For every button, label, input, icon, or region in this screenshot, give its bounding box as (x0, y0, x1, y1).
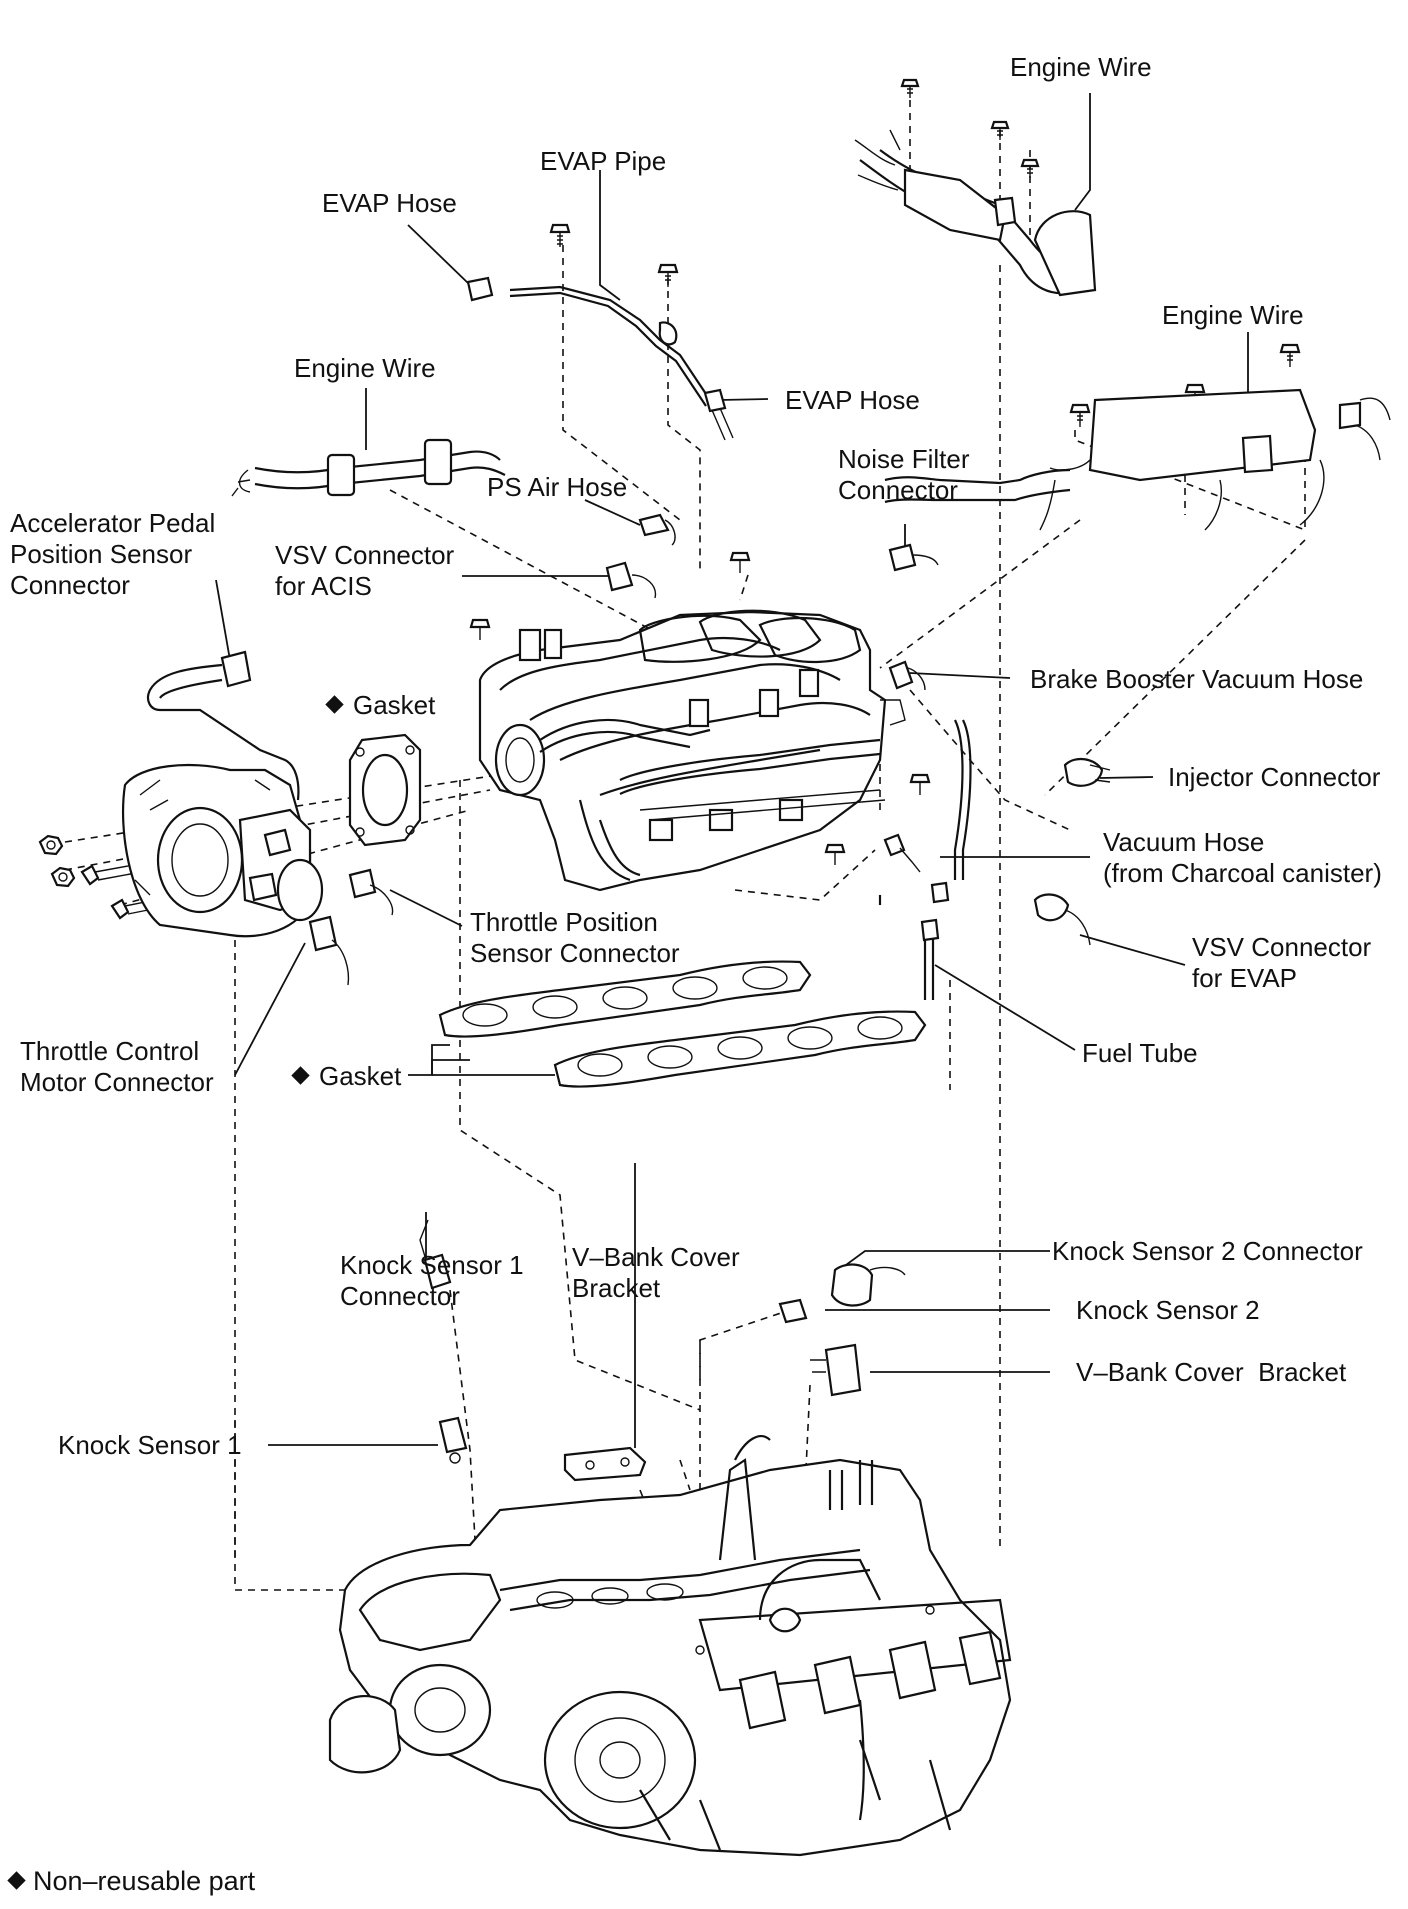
legend-text: Non–reusable part (33, 1866, 256, 1896)
label-gasket-upper: Gasket (324, 690, 435, 721)
label-vsv-connector-evap: VSV Connector for EVAP (1192, 932, 1371, 994)
non-reusable-diamond-icon (291, 1066, 310, 1085)
label-vacuum-hose-line-1: Vacuum Hose (1103, 827, 1265, 857)
throttle-gasket (348, 733, 422, 847)
label-ps-air-hose: PS Air Hose (487, 472, 628, 502)
label-knock-sensor-1-connector: Knock Sensor 1 Connector (340, 1250, 524, 1312)
label-vbank-left-line-1: V–Bank Cover (572, 1242, 740, 1272)
label-vsv-evap-line-2: for EVAP (1192, 963, 1298, 993)
label-knock-sensor-2: Knock Sensor 2 (1076, 1295, 1260, 1325)
label-throttle-control-motor-connector: Throttle Control Motor Connector (20, 1036, 214, 1098)
assembly-dashed-lines (64, 100, 1306, 1641)
label-ks1c-line-1: Knock Sensor 1 (340, 1250, 524, 1280)
label-vsv-evap-line-1: VSV Connector (1192, 932, 1372, 962)
label-accel-line-2: Position Sensor (10, 539, 193, 569)
intake-manifold-gaskets (438, 960, 927, 1088)
v-bank-cover-bracket (563, 1446, 647, 1482)
label-engine-wire-right: Engine Wire (1162, 300, 1304, 330)
engine-wire-right-harness (884, 388, 1391, 531)
label-knock-sensor-2-connector: Knock Sensor 2 Connector (1052, 1236, 1363, 1266)
label-vbank-right-text: V–Bank Cover Bracket (1076, 1357, 1347, 1387)
label-ks1c-line-2: Connector (340, 1281, 460, 1311)
throttle-nut-1 (38, 834, 64, 856)
label-v-bank-cover-bracket-left: V–Bank Cover Bracket (572, 1242, 740, 1304)
label-fuel-tube: Fuel Tube (1082, 1038, 1198, 1068)
label-tps-line-2: Sensor Connector (470, 938, 680, 968)
label-noise-filter-line-1: Noise Filter (838, 444, 970, 474)
intake-manifold (478, 609, 906, 892)
label-evap-pipe: EVAP Pipe (540, 146, 667, 176)
non-reusable-diamond-icon (325, 695, 344, 714)
label-tcm-line-1: Throttle Control (20, 1036, 200, 1066)
label-gasket-lower-text: Gasket (319, 1061, 402, 1091)
legend-non-reusable: Non–reusable part (4, 1866, 255, 1897)
label-noise-filter-line-2: Connector (838, 475, 958, 505)
label-tcm-line-2: Motor Connector (20, 1067, 214, 1097)
label-vsv-connector-acis: VSV Connector for ACIS (275, 540, 454, 602)
engine-block (328, 1435, 1012, 1857)
label-evap-hose-right: EVAP Hose (785, 385, 920, 415)
non-reusable-diamond-icon (7, 1871, 26, 1890)
label-brake-booster-vacuum-hose: Brake Booster Vacuum Hose (1030, 664, 1364, 694)
label-vacuum-hose: Vacuum Hose (from Charcoal canister) (1103, 827, 1382, 889)
connectors (146, 513, 1111, 1000)
label-accel-line-3: Connector (10, 570, 130, 600)
label-v-bank-cover-bracket-right: V–Bank Cover Bracket (1076, 1357, 1346, 1388)
label-gasket-upper-text: Gasket (353, 690, 436, 720)
throttle-body (122, 763, 324, 938)
evap-pipe-assembly (466, 276, 734, 441)
label-evap-hose-left: EVAP Hose (322, 188, 457, 218)
label-vacuum-hose-line-2: (from Charcoal canister) (1103, 858, 1382, 888)
label-injector-connector: Injector Connector (1168, 762, 1381, 792)
label-engine-wire-top: Engine Wire (1010, 52, 1152, 82)
label-vsv-acis-line-2: for ACIS (275, 571, 372, 601)
bolts (38, 78, 1301, 920)
label-engine-wire-left: Engine Wire (294, 353, 436, 383)
engine-wire-top-harness (854, 129, 1097, 297)
label-noise-filter-connector: Noise Filter Connector (838, 444, 969, 506)
label-knock-sensor-1: Knock Sensor 1 (58, 1430, 242, 1460)
throttle-nut-2 (50, 866, 76, 888)
label-accelerator-pedal-connector: Accelerator Pedal Position Sensor Connec… (10, 508, 215, 601)
label-tps-line-1: Throttle Position (470, 907, 658, 937)
label-throttle-position-connector: Throttle Position Sensor Connector (470, 907, 680, 969)
label-vbank-left-line-2: Bracket (572, 1273, 661, 1303)
engine-wire-left-harness (231, 438, 506, 497)
knock-sensors (419, 1219, 906, 1464)
label-accel-line-1: Accelerator Pedal (10, 508, 216, 538)
label-gasket-lower: Gasket (290, 1061, 401, 1092)
label-vsv-acis-line-1: VSV Connector (275, 540, 455, 570)
